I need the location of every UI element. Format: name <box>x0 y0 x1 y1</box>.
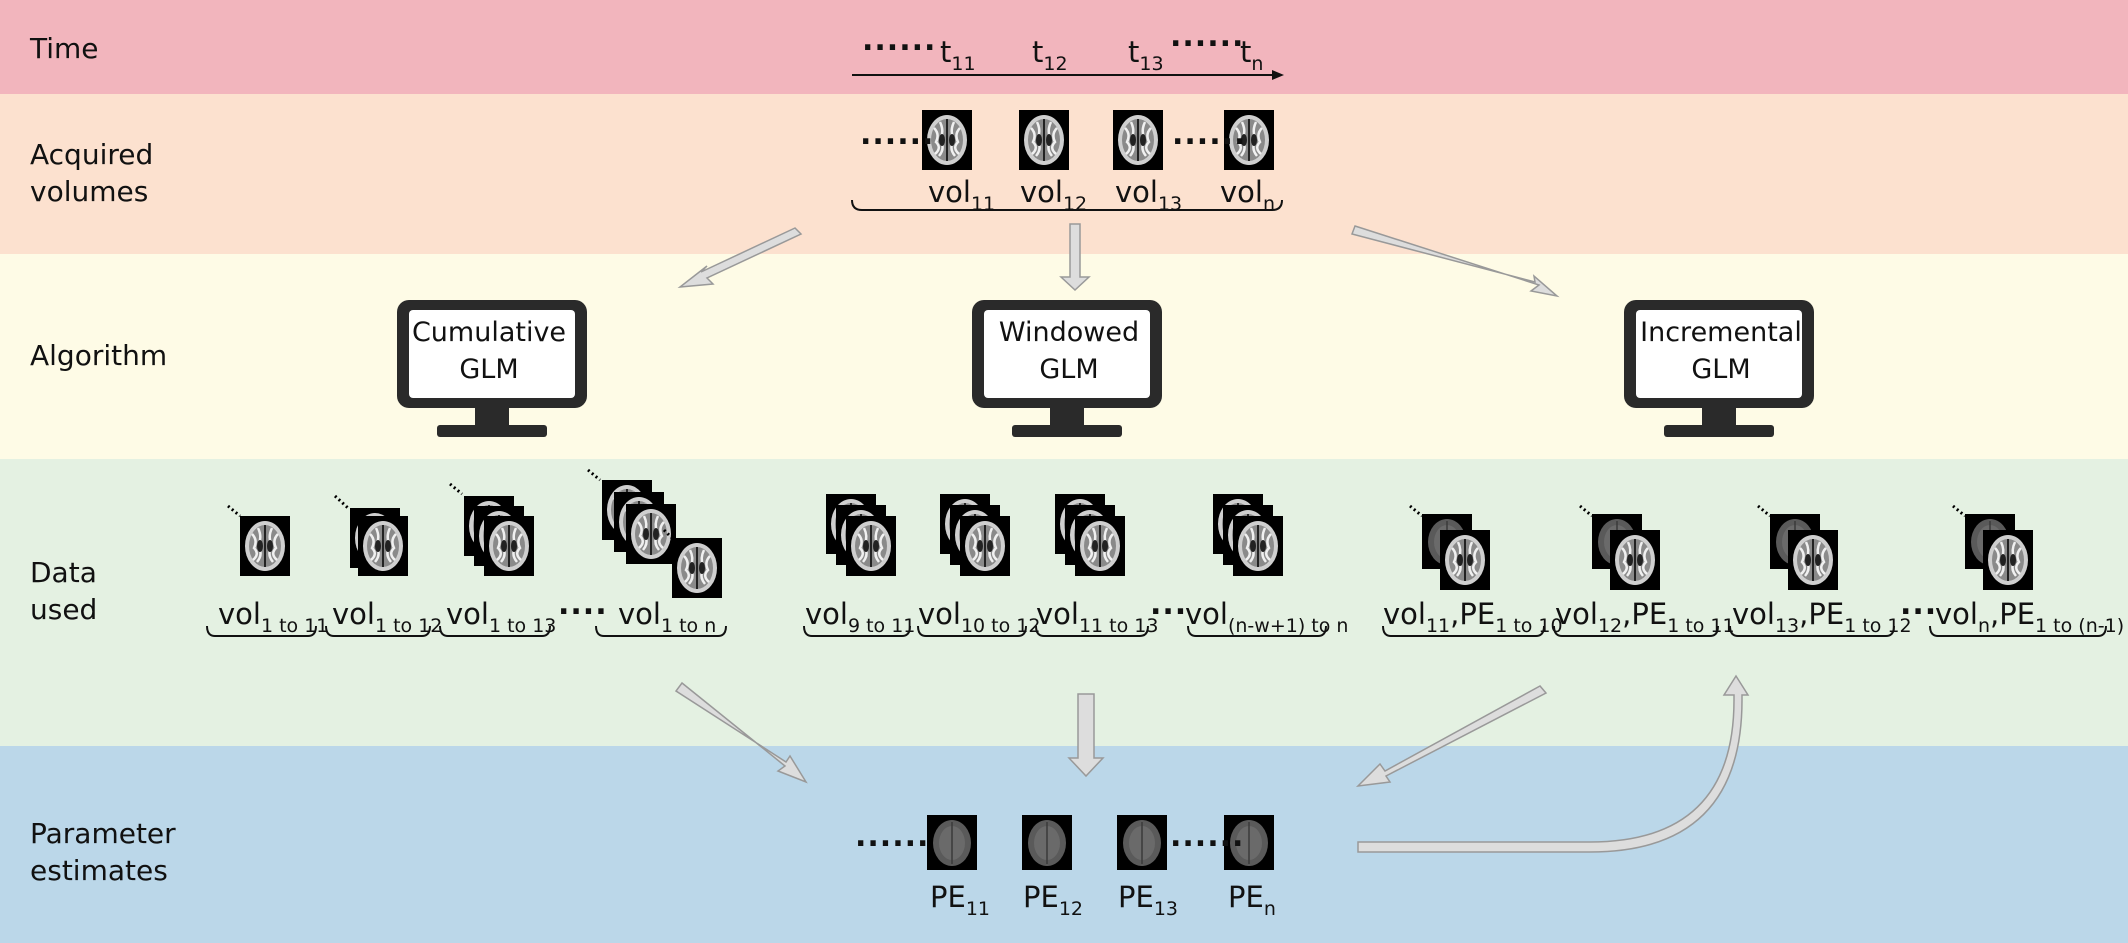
acq-vol12: vol12 <box>1020 175 1088 215</box>
label-algorithm: Algorithm <box>30 339 168 372</box>
label-time: Time <box>30 32 99 65</box>
time-t12: t12 <box>1032 35 1068 75</box>
pe-n: PEn <box>1228 880 1276 920</box>
pe-dots-2: ...... <box>1170 819 1245 854</box>
data-win-1: vol9 to 11 <box>805 597 916 637</box>
data-cumulative-stacks <box>227 468 724 600</box>
data-cum-4: vol1 to n <box>618 597 717 637</box>
acq-vol13: vol13 <box>1115 175 1183 215</box>
pe13-image <box>1116 814 1168 871</box>
acq-dots: ...... <box>860 117 935 152</box>
data-cum-1: vol1 to 11 <box>218 597 329 637</box>
label-data-line2: used <box>30 593 98 626</box>
label-acquired-volumes: Acquired volumes <box>30 136 153 210</box>
data-cum-3: vol1 to 13 <box>446 597 557 637</box>
acquired-vol13-image <box>1111 108 1165 172</box>
pe-13: PE13 <box>1118 880 1178 920</box>
acquired-brace <box>851 199 1283 211</box>
feedback-arrow <box>1357 674 1750 853</box>
time-axis-arrow <box>852 70 1284 80</box>
pe-11: PE11 <box>930 880 990 920</box>
data-inc-4: voln,PE1 to (n-1) <box>1935 597 2125 637</box>
pe12-image <box>1021 814 1073 871</box>
arrows-acquired-to-algorithm <box>677 223 1560 298</box>
data-win-2: vol10 to 12 <box>918 597 1041 637</box>
arrows-data-to-estimates <box>674 681 1548 788</box>
time-t13: t13 <box>1128 35 1164 75</box>
data-inc-dots: ... <box>1900 587 1938 622</box>
time-tn: tn <box>1240 35 1264 75</box>
data-inc-1: vol11,PE1 to 10 <box>1383 597 1563 637</box>
label-param-line2: estimates <box>30 854 168 887</box>
data-inc-2: vol12,PE1 to 11 <box>1555 597 1735 637</box>
row-time <box>0 0 2128 94</box>
time-t11: t11 <box>940 35 976 75</box>
acq-vol11: vol11 <box>928 175 996 215</box>
pe-12: PE12 <box>1023 880 1083 920</box>
data-inc-3: vol13,PE1 to 12 <box>1732 597 1912 637</box>
label-parameter-estimates: Parameter estimates <box>30 815 176 889</box>
data-braces <box>206 625 2107 637</box>
time-dots: ...... <box>862 23 937 58</box>
data-cum-2: vol1 to 12 <box>332 597 443 637</box>
label-acquired-line1: Acquired <box>30 138 154 171</box>
label-acquired-line2: volumes <box>30 175 149 208</box>
label-param-line1: Parameter <box>30 817 176 850</box>
label-data-line1: Data <box>30 556 97 589</box>
data-win-dots: ... <box>1150 587 1188 622</box>
acquired-vol12-image <box>1017 108 1071 172</box>
pe-dots: ...... <box>855 819 930 854</box>
data-win-4: vol(n-w+1) to n <box>1185 597 1349 637</box>
data-incremental-stacks <box>1409 504 2035 592</box>
pe11-image <box>926 814 978 871</box>
data-windowed-stacks <box>824 492 1285 578</box>
label-data-used: Data used <box>30 554 97 628</box>
data-win-3: vol11 to 13 <box>1036 597 1159 637</box>
time-dots-2: ...... <box>1170 19 1245 54</box>
data-cum-dots: .... <box>558 587 608 622</box>
acq-dots-2: ...... <box>1172 117 1247 152</box>
acq-voln: voln <box>1220 175 1276 215</box>
